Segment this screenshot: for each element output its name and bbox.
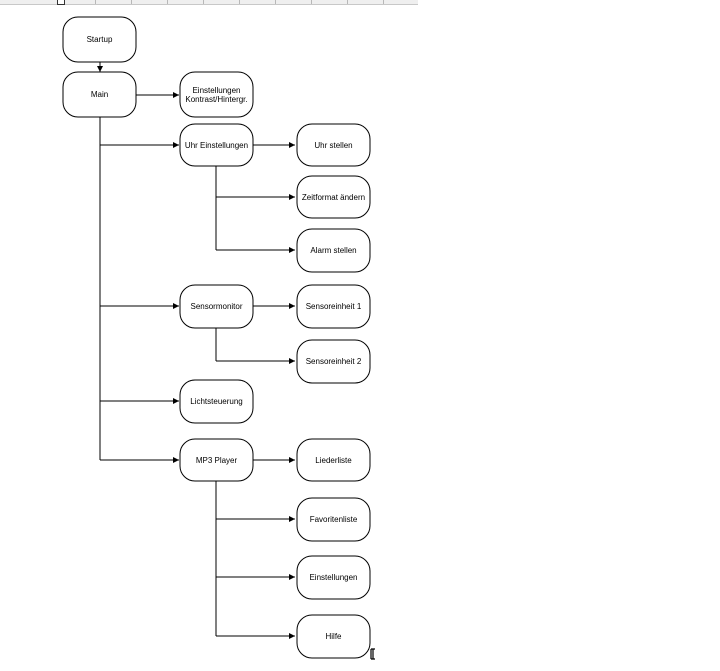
node-label-line-2: Kontrast/Hintergr. (185, 95, 247, 104)
node-label: Hilfe (325, 632, 342, 641)
node-label: Sensormonitor (190, 302, 242, 311)
node-label: Liederliste (315, 456, 352, 465)
node-label: Einstellungen (309, 573, 357, 582)
node-label: Alarm stellen (310, 246, 356, 255)
node-liederliste[interactable]: Liederliste (296, 438, 371, 482)
node-label: Zeitformat ändern (302, 193, 365, 202)
node-einstellungen[interactable]: Einstellungen (296, 555, 371, 600)
node-startup[interactable]: Startup (62, 16, 137, 63)
node-lichtsteuerung[interactable]: Lichtsteuerung (179, 379, 254, 424)
connectors (97, 62, 295, 639)
node-label: Sensoreinheit 1 (306, 302, 362, 311)
node-label: Main (91, 90, 108, 99)
node-mp3-player[interactable]: MP3 Player (179, 438, 254, 482)
node-sensormonitor[interactable]: Sensormonitor (179, 284, 254, 329)
node-sensoreinheit-1[interactable]: Sensoreinheit 1 (296, 284, 371, 329)
node-label-line-1: Einstellungen (192, 86, 240, 95)
node-hilfe[interactable]: Hilfe (296, 614, 371, 659)
node-zeitformat-aendern[interactable]: Zeitformat ändern (296, 175, 371, 219)
node-label: Startup (87, 35, 113, 44)
node-alarm-stellen[interactable]: Alarm stellen (296, 228, 371, 273)
node-label: Lichtsteuerung (190, 397, 242, 406)
node-main[interactable]: Main (62, 71, 137, 118)
node-label: MP3 Player (196, 456, 238, 465)
node-label: Sensoreinheit 2 (306, 357, 362, 366)
node-einstellungen-kontrast[interactable]: Einstellungen Kontrast/Hintergr. (179, 71, 254, 118)
node-uhr-einstellungen[interactable]: Uhr Einstellungen (179, 123, 254, 167)
node-favoritenliste[interactable]: Favoritenliste (296, 497, 371, 542)
node-label: Uhr Einstellungen (185, 141, 248, 150)
text-cursor-icon (370, 648, 375, 660)
node-label: Uhr stellen (314, 141, 352, 150)
anchor-marker (57, 0, 65, 5)
node-label: Favoritenliste (310, 515, 358, 524)
node-uhr-stellen[interactable]: Uhr stellen (296, 123, 371, 167)
ruler-bar (0, 0, 418, 5)
node-sensoreinheit-2[interactable]: Sensoreinheit 2 (296, 339, 371, 384)
